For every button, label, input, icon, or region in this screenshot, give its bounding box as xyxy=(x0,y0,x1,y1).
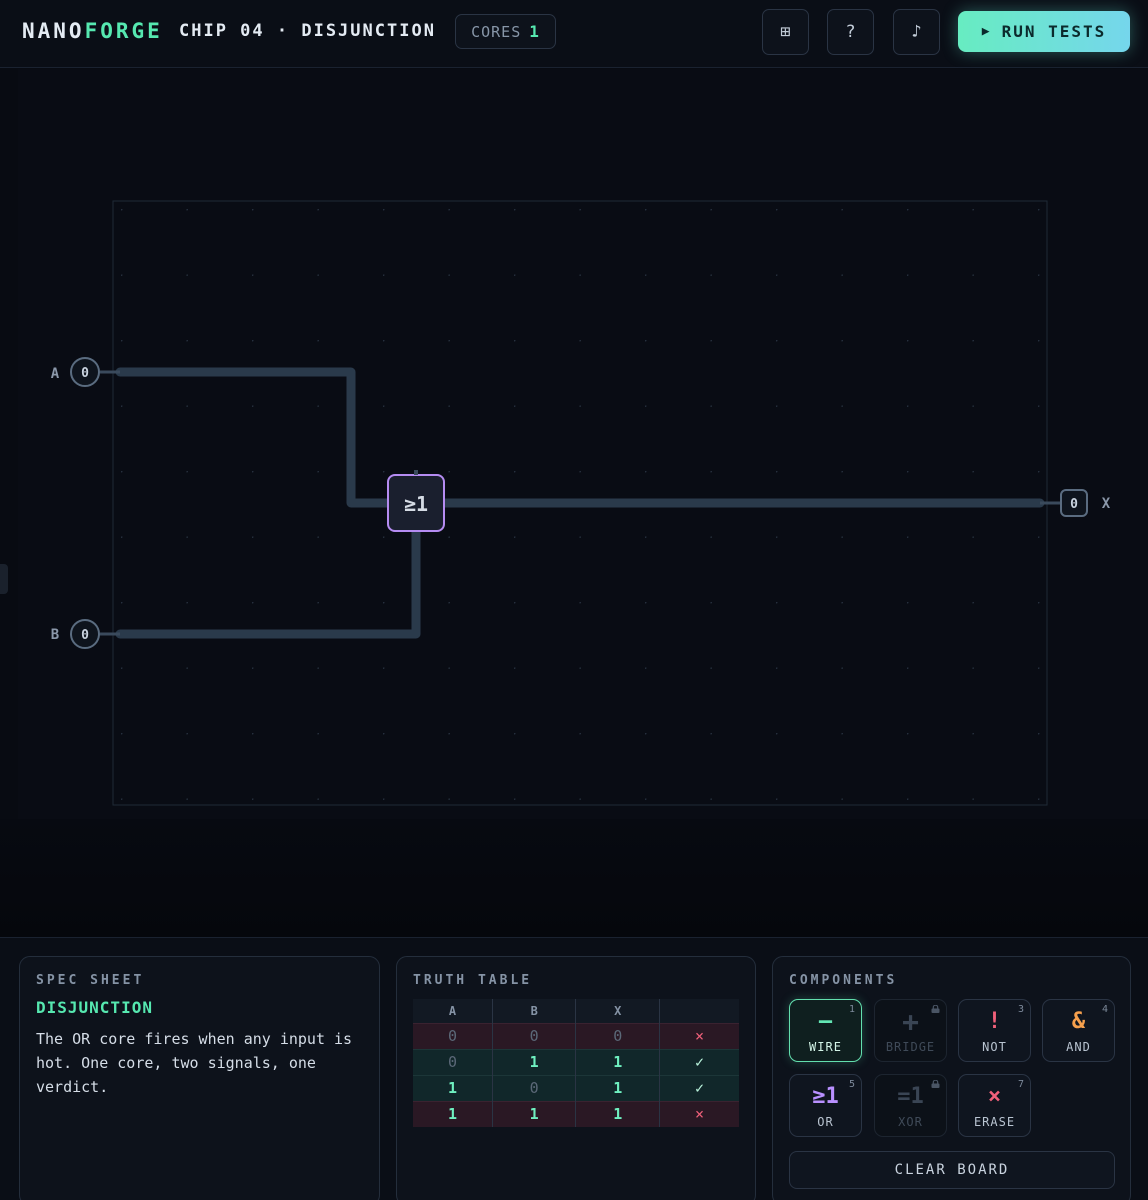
truth-table-panel: TRUTH TABLE A B X 0 0 0 × 0 1 1 ✓ xyxy=(396,956,756,1200)
component-label: ERASE xyxy=(973,1115,1016,1129)
table-row: 0 1 1 ✓ xyxy=(413,1048,739,1075)
hotkey-label: 5 xyxy=(848,1079,855,1090)
component-label: AND xyxy=(1066,1040,1091,1054)
input-a-value: 0 xyxy=(81,366,89,381)
component-xor[interactable]: =1 XOR xyxy=(874,1074,947,1137)
music-note-icon: ♪ xyxy=(911,22,922,42)
play-icon: ▶ xyxy=(981,24,992,39)
input-b-node[interactable]: 0 xyxy=(70,619,100,649)
grid-icon: ⊞ xyxy=(780,22,791,42)
hotkey-label: 1 xyxy=(848,1004,855,1015)
component-label: BRIDGE xyxy=(885,1040,936,1054)
help-button[interactable]: ? xyxy=(827,9,874,55)
run-tests-label: RUN TESTS xyxy=(1001,22,1107,41)
wires xyxy=(115,367,1045,639)
bridge-icon: + xyxy=(902,1005,919,1038)
or-gate-symbol: ≥1 xyxy=(404,492,428,516)
fail-icon: × xyxy=(659,1100,739,1127)
components-title: COMPONENTS xyxy=(789,973,898,988)
component-not[interactable]: 3 ! NOT xyxy=(958,999,1031,1062)
component-label: OR xyxy=(817,1115,834,1129)
cell-b: 0 xyxy=(492,1074,577,1101)
hotkey-label: 4 xyxy=(1101,1004,1108,1015)
or-gate[interactable]: ≥1 xyxy=(387,470,445,532)
check-icon: ✓ xyxy=(659,1074,739,1101)
cell-x: 1 xyxy=(575,1100,661,1127)
cell-a: 1 xyxy=(413,1100,493,1127)
erase-icon: × xyxy=(987,1084,1002,1109)
help-icon: ? xyxy=(845,22,856,42)
table-row: 1 1 1 × xyxy=(413,1100,739,1127)
table-row: 0 0 0 × xyxy=(413,1022,739,1049)
run-tests-button[interactable]: ▶ RUN TESTS xyxy=(958,11,1130,52)
hotkey-label: 7 xyxy=(1017,1079,1024,1090)
input-a-node[interactable]: 0 xyxy=(70,357,100,387)
component-label: XOR xyxy=(898,1115,923,1129)
fail-icon: × xyxy=(659,1022,739,1049)
logo-forge: FORGE xyxy=(84,19,163,43)
component-bridge[interactable]: + BRIDGE xyxy=(874,999,947,1062)
cell-x: 1 xyxy=(575,1074,661,1101)
cores-value: 1 xyxy=(529,22,540,41)
header-x: X xyxy=(575,999,661,1023)
truth-table: A B X 0 0 0 × 0 1 1 ✓ 1 0 1 xyxy=(413,999,739,1127)
cell-a: 0 xyxy=(413,1048,493,1075)
input-b-value: 0 xyxy=(81,628,89,643)
circuit-board[interactable]: A 0 B 0 ≥1 0 X xyxy=(0,0,1148,937)
truth-table-header: A B X xyxy=(413,999,739,1023)
lock-icon xyxy=(931,1005,940,1013)
check-icon: ✓ xyxy=(659,1048,739,1075)
sound-button[interactable]: ♪ xyxy=(893,9,940,55)
spec-name: DISJUNCTION xyxy=(36,998,153,1017)
input-a-label: A xyxy=(51,366,60,382)
board-shadow xyxy=(0,819,1148,937)
hotkey-label: 3 xyxy=(1017,1004,1024,1015)
chip-title: CHIP 04 · DISJUNCTION xyxy=(179,21,436,41)
top-bar: NANOFORGE CHIP 04 · DISJUNCTION CORES 1 … xyxy=(0,0,1148,68)
header-a: A xyxy=(413,999,493,1023)
spec-description: The OR core fires when any input is hot.… xyxy=(36,1030,353,1096)
not-icon: ! xyxy=(987,1009,1002,1034)
component-label: WIRE xyxy=(809,1040,842,1054)
cell-b: 0 xyxy=(492,1022,577,1049)
component-or[interactable]: 5 ≥1 OR xyxy=(789,1074,862,1137)
component-wire[interactable]: 1 — WIRE xyxy=(789,999,862,1062)
component-and[interactable]: 4 & AND xyxy=(1042,999,1115,1062)
wire-icon: — xyxy=(818,1009,833,1034)
output-x-value: 0 xyxy=(1070,497,1078,512)
cell-x: 1 xyxy=(575,1048,661,1075)
output-x-node: 0 xyxy=(1060,489,1088,517)
cell-b: 1 xyxy=(492,1048,577,1075)
cores-label: CORES xyxy=(471,22,522,41)
spec-sheet-panel: SPEC SHEET DISJUNCTION The OR core fires… xyxy=(19,956,380,1200)
and-icon: & xyxy=(1071,1009,1086,1034)
component-label: NOT xyxy=(982,1040,1007,1054)
or-icon: ≥1 xyxy=(812,1084,839,1109)
cores-badge: CORES 1 xyxy=(455,14,556,49)
input-b-label: B xyxy=(51,627,59,643)
cell-a: 0 xyxy=(413,1022,493,1049)
clear-board-button[interactable]: CLEAR BOARD xyxy=(789,1151,1115,1189)
grid-toggle-button[interactable]: ⊞ xyxy=(762,9,809,55)
logo-nano: NANO xyxy=(22,19,85,43)
app-logo: NANOFORGE xyxy=(22,19,163,43)
truth-table-title: TRUTH TABLE xyxy=(413,973,533,988)
wire-a-to-or[interactable] xyxy=(115,367,393,508)
table-row: 1 0 1 ✓ xyxy=(413,1074,739,1101)
cell-x: 0 xyxy=(575,1022,661,1049)
lock-icon xyxy=(931,1080,940,1088)
components-panel: COMPONENTS 1 — WIRE + BRIDGE 3 ! NOT 4 &… xyxy=(772,956,1131,1200)
output-x-label: X xyxy=(1102,496,1111,512)
component-erase[interactable]: 7 × ERASE xyxy=(958,1074,1031,1137)
header-result xyxy=(659,999,739,1023)
cell-a: 1 xyxy=(413,1074,493,1101)
xor-icon: =1 xyxy=(897,1084,924,1109)
spec-sheet-title: SPEC SHEET xyxy=(36,973,145,988)
header-b: B xyxy=(492,999,577,1023)
wire-b-to-or[interactable] xyxy=(115,527,421,639)
side-panel-handle[interactable] xyxy=(0,564,8,594)
cell-b: 1 xyxy=(492,1100,577,1127)
